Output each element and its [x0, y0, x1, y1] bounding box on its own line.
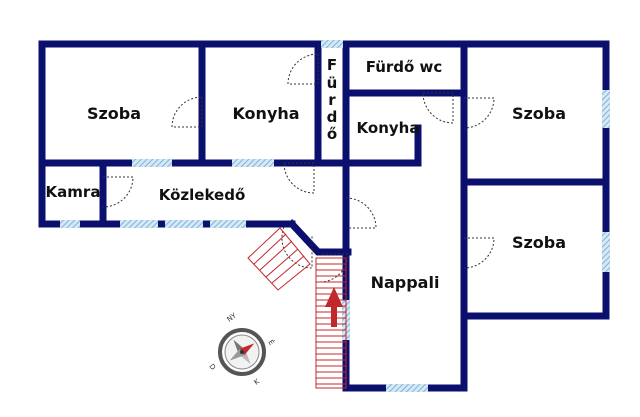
door-stair-nappali: [319, 253, 349, 283]
furdo-letter: r: [328, 91, 336, 109]
door-kamra: [102, 176, 134, 208]
window-kozlekedo-bottom-3: [210, 220, 246, 228]
window-kozlekedo-top-1: [132, 159, 172, 167]
stair-steps: [316, 263, 346, 385]
wall-diagonal: [287, 219, 352, 256]
stair-diagonal-step: [253, 233, 287, 265]
room-label-nappali: Nappali: [371, 273, 440, 292]
room-label-furdo-vertical: F ü r d ő: [327, 56, 338, 143]
furdo-letter: ő: [327, 125, 337, 143]
stair-diagonal: [247, 227, 311, 291]
furdo-letter: F: [327, 56, 337, 74]
stair-up-arrow: [325, 287, 343, 327]
furdo-letter: ü: [327, 74, 338, 92]
door-nappali-left: [345, 197, 377, 229]
door-szoba-2: [463, 97, 495, 129]
window-kozlekedo-top-2: [232, 159, 274, 167]
furdo-letter: d: [327, 108, 338, 126]
compass-letter-ny: NY: [226, 311, 239, 323]
window-right-szoba3: [602, 232, 610, 272]
door-szoba-1: [171, 96, 203, 128]
room-label-szoba-2: Szoba: [512, 104, 566, 123]
window-right-szoba2: [602, 90, 610, 128]
compass-letter-d: D: [207, 363, 217, 372]
window-kozlekedo-bottom-1: [120, 220, 158, 228]
stairs: [247, 227, 347, 389]
window-kozlekedo-bottom-2: [165, 220, 203, 228]
window-nappali-bottom: [386, 384, 428, 392]
door-furdo-wc: [422, 92, 454, 124]
stair-diagonal-step: [271, 255, 305, 284]
room-label-furdo-wc: Fürdő wc: [366, 58, 443, 76]
compass-letter-k: K: [253, 377, 262, 386]
compass-icon: NY É K D: [207, 311, 276, 386]
room-label-konyha-2: Konyha: [357, 119, 420, 137]
window-kamra-bottom: [60, 220, 80, 228]
stair-diagonal-step: [265, 248, 299, 278]
room-label-kozlekedo: Közlekedő: [159, 186, 246, 204]
door-konyha-1: [287, 53, 319, 85]
compass-letter-e: É: [266, 338, 276, 347]
door-szoba-3: [463, 237, 495, 269]
room-label-kamra: Kamra: [46, 183, 101, 201]
window-top-furdo: [321, 40, 343, 48]
doors: [102, 53, 495, 283]
stair-straight: [315, 257, 347, 389]
door-kozlekedo-konyha: [283, 162, 315, 194]
room-label-szoba-1: Szoba: [87, 104, 141, 123]
room-label-konyha-1: Konyha: [232, 104, 299, 123]
room-label-szoba-3: Szoba: [512, 233, 566, 252]
room-labels: Szoba Konyha Fürdő wc Konyha Szoba Kamra…: [46, 56, 566, 292]
stair-diagonal-step: [259, 240, 293, 271]
